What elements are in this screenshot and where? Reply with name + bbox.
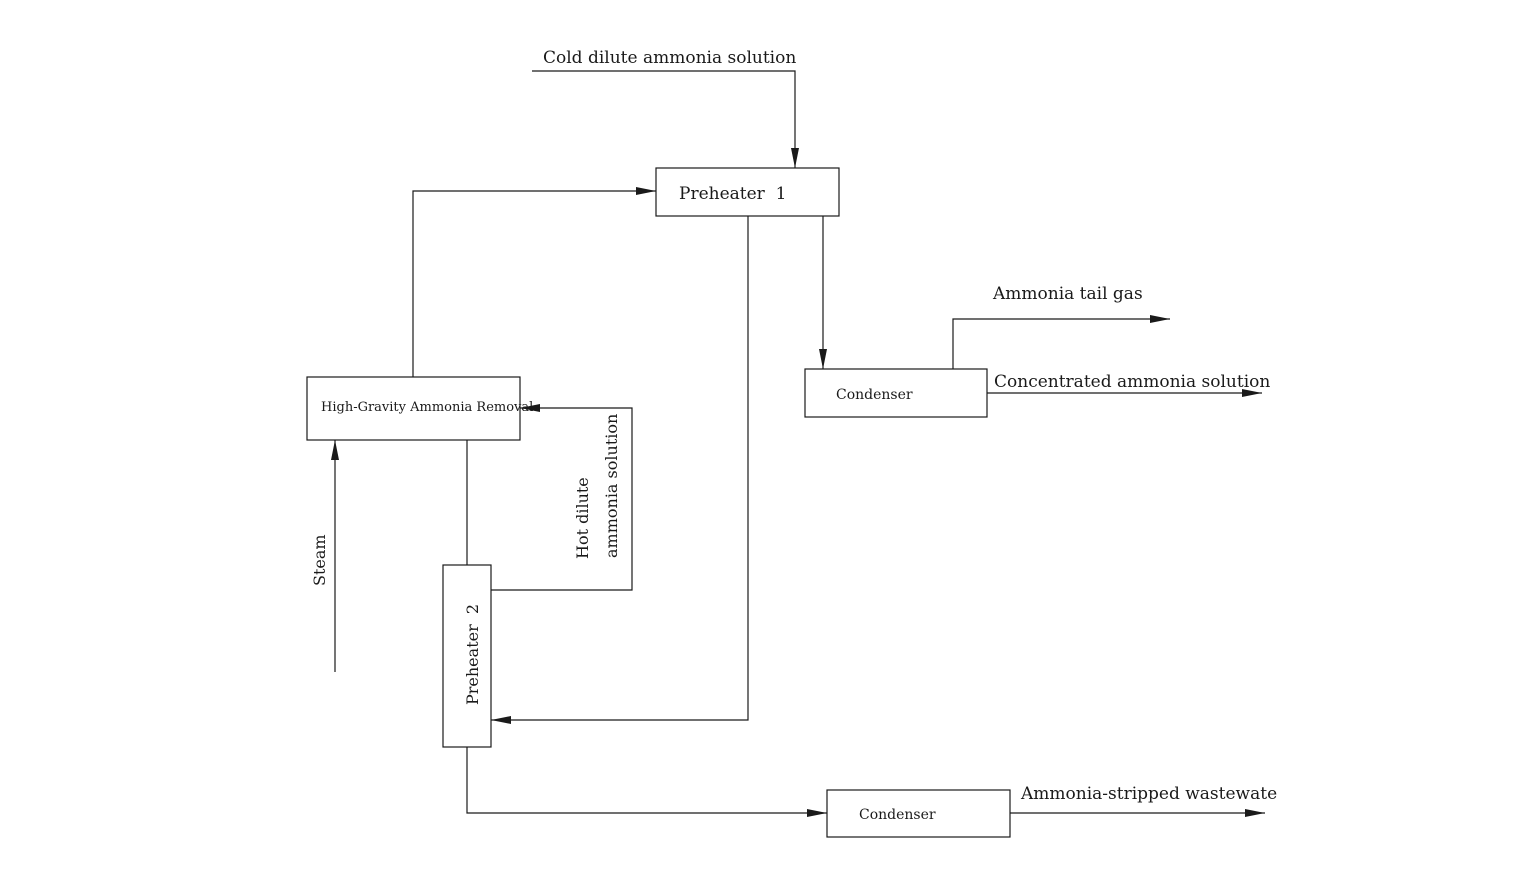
cold-feed-label: Cold dilute ammonia solution bbox=[543, 48, 796, 68]
stripped-wastewater-label: Ammonia-stripped wastewate bbox=[1020, 784, 1277, 804]
hot-dilute-label-line2: ammonia solution bbox=[602, 414, 621, 558]
preheater1-to-preheater2-line bbox=[491, 216, 749, 724]
hot-dilute-line bbox=[491, 404, 633, 591]
hot-dilute-label-line1: Hot dilute bbox=[573, 477, 592, 559]
concentrated-label: Concentrated ammonia solution bbox=[994, 372, 1270, 392]
tail-gas-line bbox=[952, 315, 1170, 369]
condenser-top-box bbox=[804, 368, 988, 418]
preheater2-box bbox=[442, 564, 492, 748]
preheater1-label: Preheater 1 bbox=[679, 184, 786, 204]
cold-feed-line bbox=[532, 70, 799, 168]
preheater1-box bbox=[655, 167, 840, 217]
tail-gas-label: Ammonia tail gas bbox=[992, 284, 1143, 304]
preheater2-to-condenser-line bbox=[466, 747, 827, 817]
hgar-to-preheater1-line bbox=[412, 187, 656, 377]
hgar-label: High-Gravity Ammonia Removal bbox=[321, 400, 533, 415]
condenser-top-label: Condenser bbox=[836, 387, 913, 403]
condenser-bottom-label: Condenser bbox=[859, 807, 936, 823]
hgar-box bbox=[306, 376, 521, 441]
condenser-bottom-box bbox=[826, 789, 1011, 838]
steam-label: Steam bbox=[310, 534, 329, 586]
preheater2-label: Preheater 2 bbox=[463, 604, 482, 705]
